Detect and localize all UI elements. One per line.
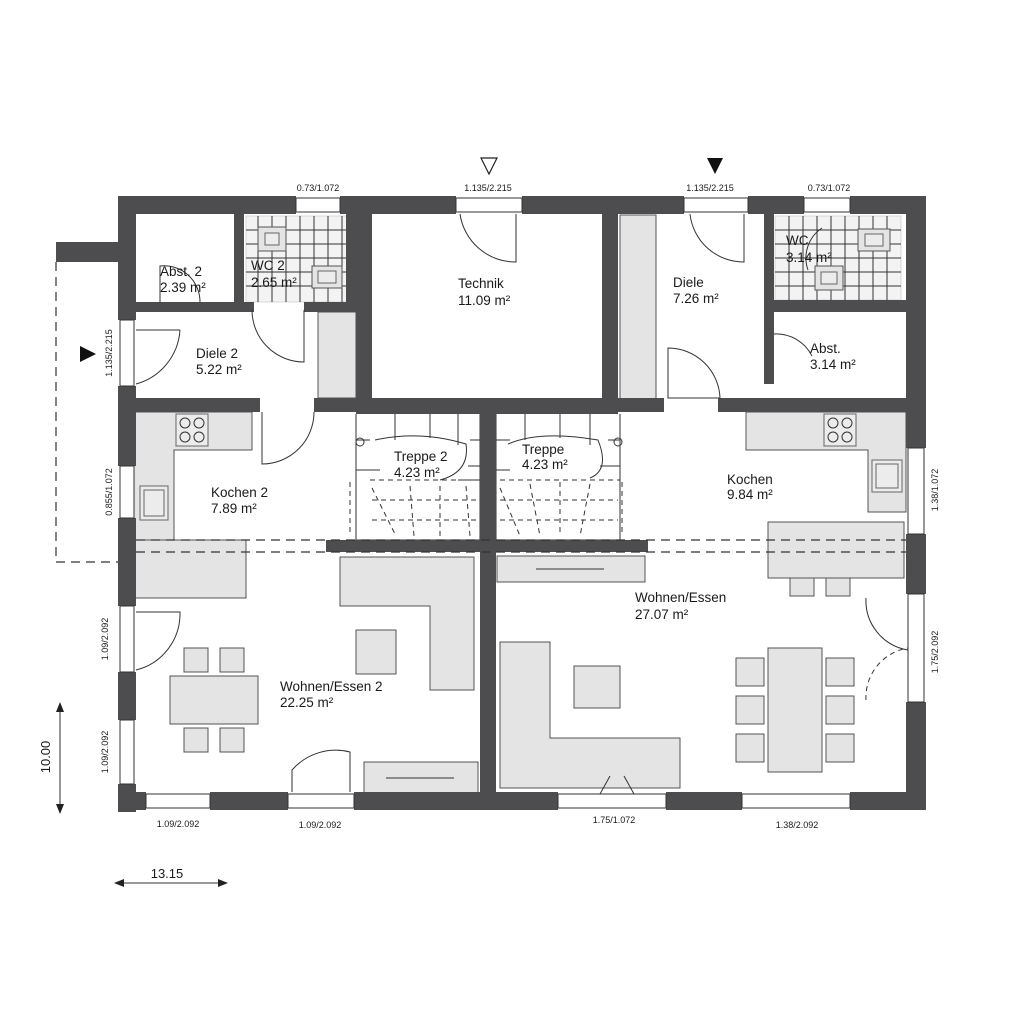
room-area: 22.25 m²	[280, 695, 334, 710]
staircase	[495, 414, 623, 541]
room-area: 4.23 m²	[522, 457, 568, 472]
room-name: Diele	[673, 275, 704, 290]
room-name: Diele 2	[196, 346, 238, 361]
room-name: WC 2	[251, 258, 285, 273]
fixtures	[133, 214, 907, 795]
room-name: Wohnen/Essen	[635, 590, 726, 605]
wc2-tiles	[245, 215, 351, 303]
dimension-lines	[56, 702, 228, 887]
opening-label: 1.135/2.215	[104, 329, 114, 377]
overall-height-label: 10.00	[38, 741, 53, 774]
opening-labels: 0.73/1.072 1.135/2.215 1.135/2.215 0.73/…	[100, 183, 940, 830]
room-area: 2.39 m²	[160, 280, 206, 295]
room-name: Kochen 2	[211, 485, 268, 500]
opening-label: 1.135/2.215	[464, 183, 512, 193]
room-name: Treppe	[522, 442, 564, 457]
walls	[118, 196, 926, 812]
room-name: Treppe 2	[394, 449, 448, 464]
door-swings	[135, 213, 909, 795]
opening-label: 1.75/1.072	[593, 815, 636, 825]
opening-label: 0.73/1.072	[297, 183, 340, 193]
room-area: 2.65 m²	[251, 275, 297, 290]
opening-label: 1.09/2.092	[299, 820, 342, 830]
room-name: WC	[786, 233, 809, 248]
opening-label: 1.09/2.092	[100, 731, 110, 774]
room-area: 3.14 m²	[786, 250, 832, 265]
overall-width-label: 13.15	[151, 866, 184, 881]
side-entrance-marker	[80, 346, 96, 362]
room-area: 5.22 m²	[196, 362, 242, 377]
room-area: 3.14 m²	[810, 357, 856, 372]
room-area: 9.84 m²	[727, 487, 773, 502]
room-area: 7.89 m²	[211, 501, 257, 516]
room-name: Kochen	[727, 472, 773, 487]
opening-label: 1.09/2.092	[157, 819, 200, 829]
room-area: 4.23 m²	[394, 465, 440, 480]
opening-label: 0.855/1.072	[104, 468, 114, 516]
opening-label: 1.75/2.092	[930, 631, 940, 674]
entrance-marker-filled	[707, 158, 723, 174]
room-labels: Abst. 2 2.39 m² WC 2 2.65 m² Technik 11.…	[160, 233, 856, 710]
opening-label: 1.38/2.092	[776, 820, 819, 830]
windows	[119, 197, 925, 809]
entrance-marker-outline	[480, 157, 498, 176]
wc-tiles	[774, 215, 902, 301]
opening-label: 1.38/1.072	[930, 469, 940, 512]
stove-icon	[175, 413, 209, 447]
opening-label: 1.09/2.092	[100, 618, 110, 661]
upper-floor-outline	[55, 242, 906, 563]
stove-icon	[823, 413, 857, 447]
room-name: Abst. 2	[160, 264, 202, 279]
room-area: 7.26 m²	[673, 291, 719, 306]
room-area: 11.09 m²	[458, 293, 511, 308]
room-name: Technik	[458, 276, 504, 291]
opening-label: 0.73/1.072	[808, 183, 851, 193]
opening-label: 1.135/2.215	[686, 183, 734, 193]
room-name: Abst.	[810, 341, 841, 356]
room-name: Wohnen/Essen 2	[280, 679, 383, 694]
room-area: 27.07 m²	[635, 607, 689, 622]
